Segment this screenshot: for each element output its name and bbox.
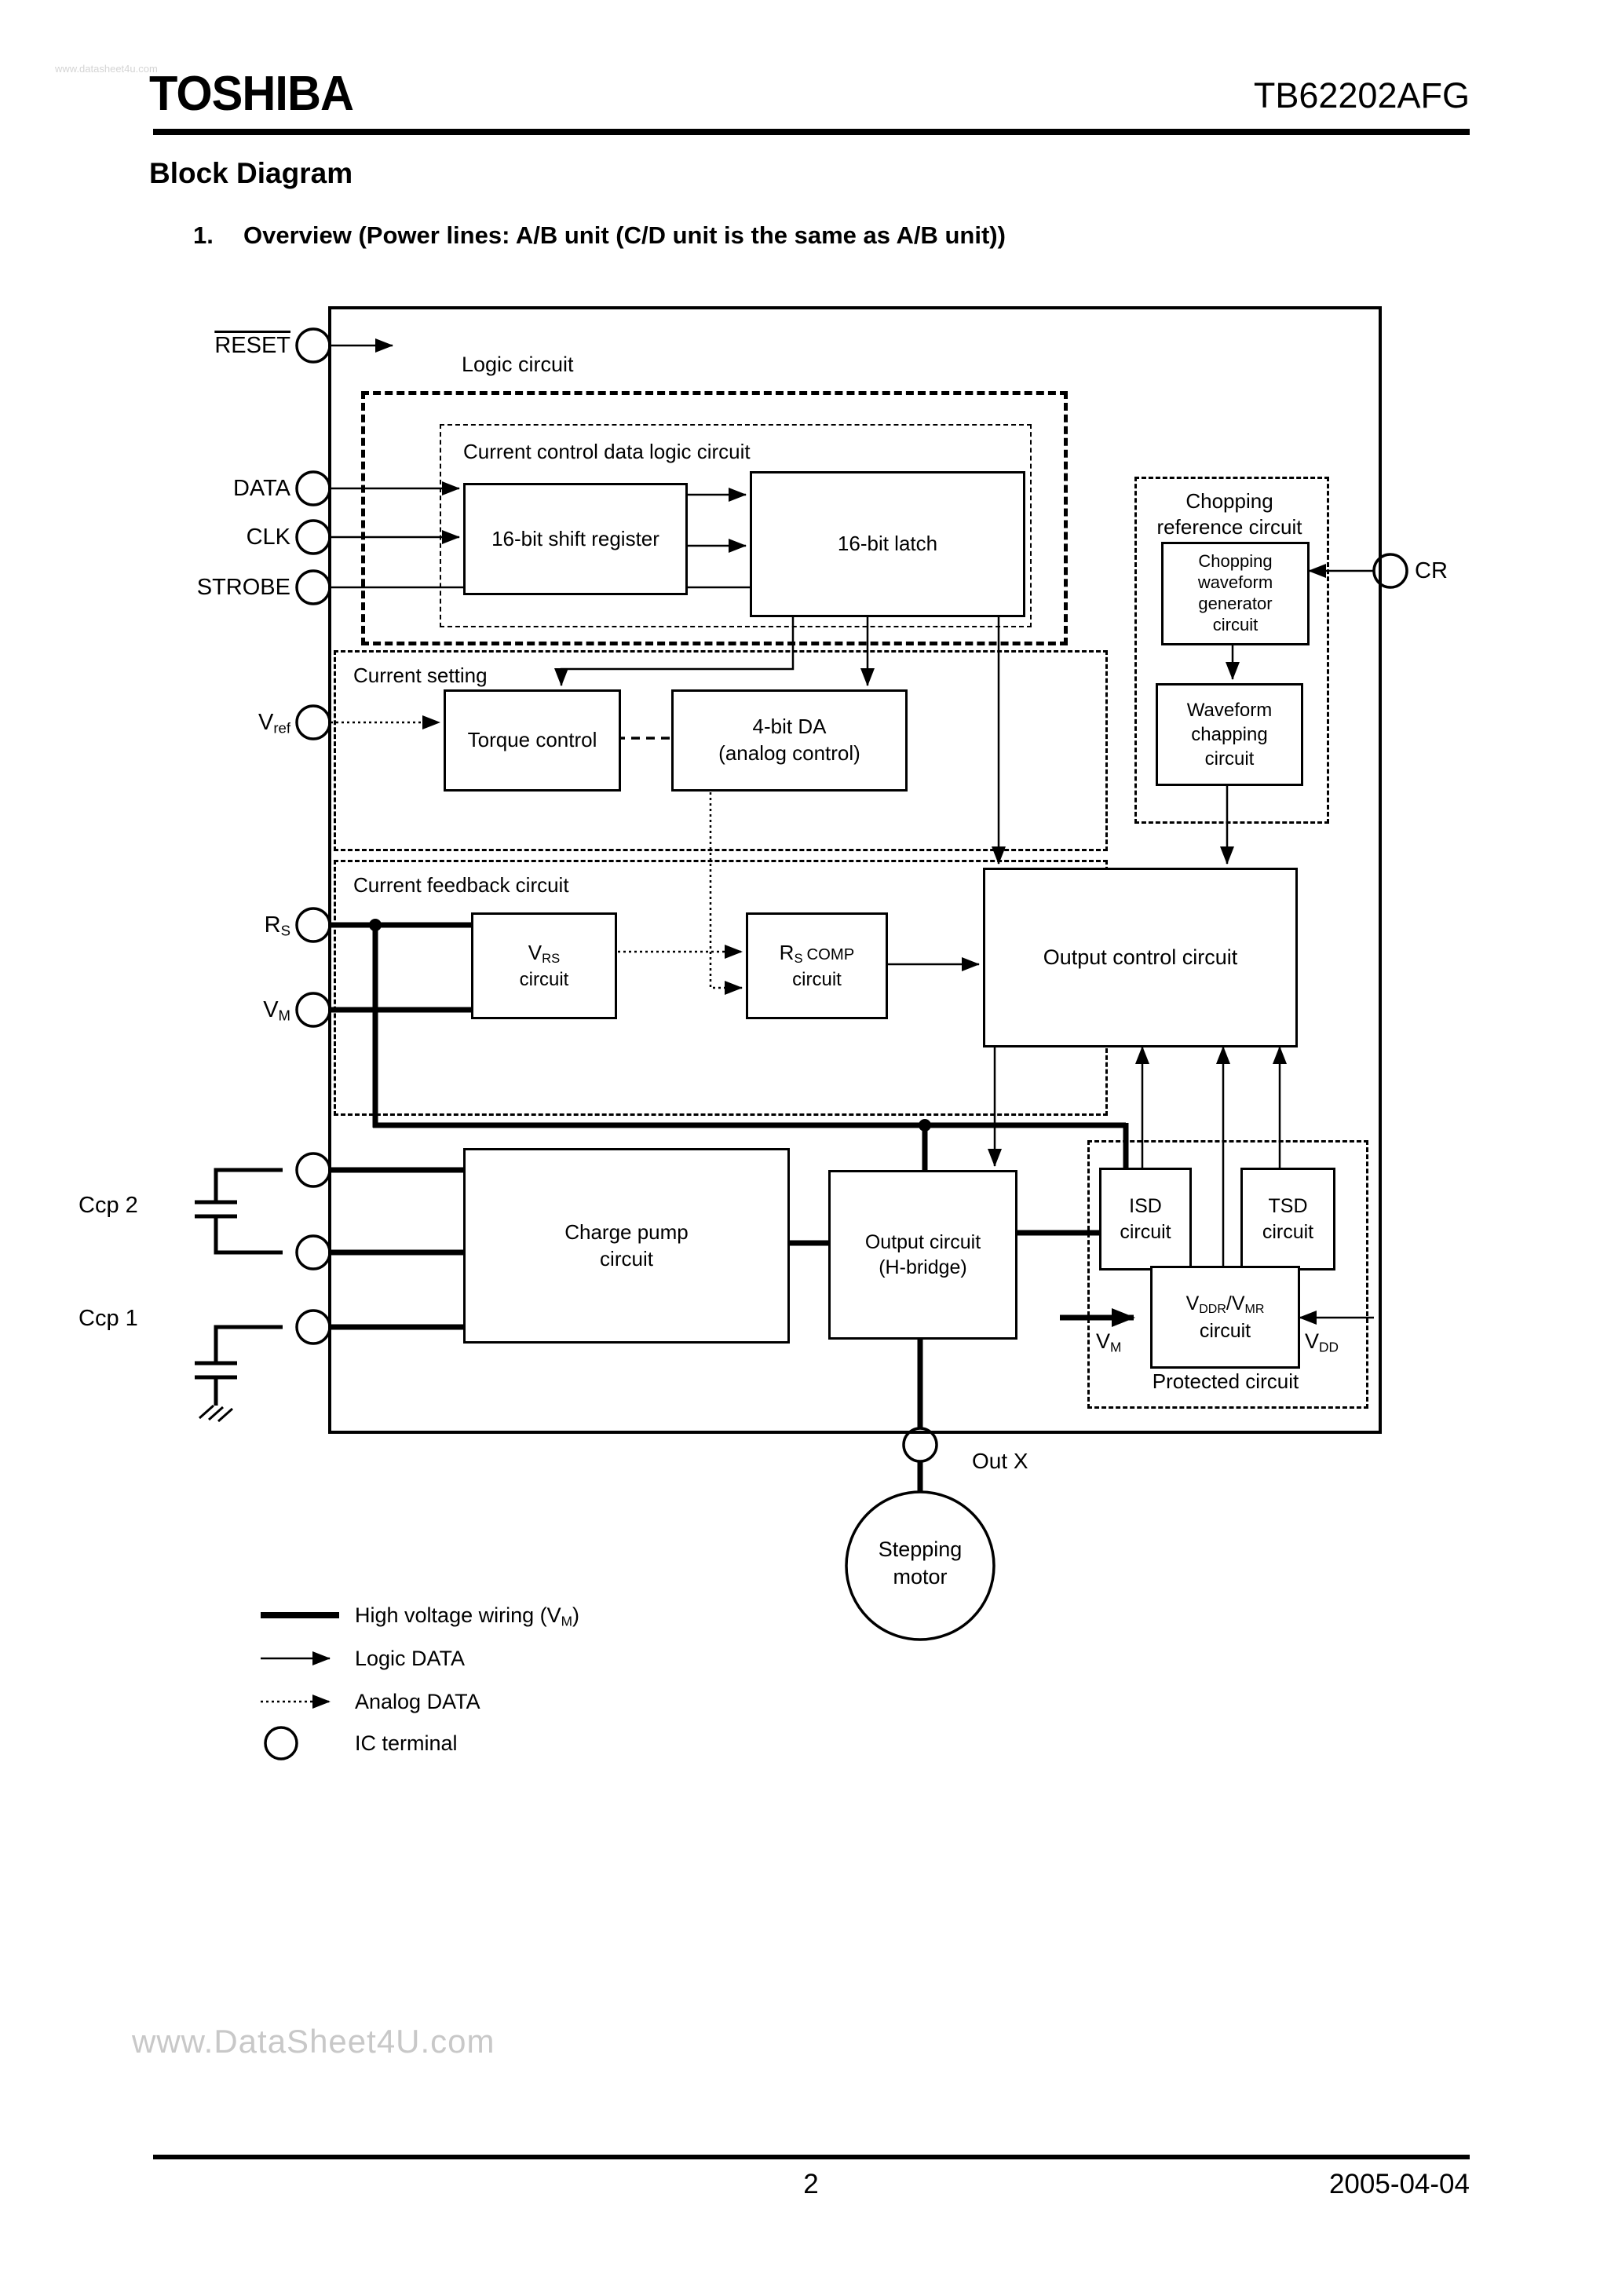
output-control-box: Output control circuit (983, 868, 1298, 1047)
watermark-bottom: www.DataSheet4U.com (132, 2023, 495, 2060)
ground-icon (199, 1404, 233, 1423)
vref-terminal-label: Vref (258, 710, 290, 737)
strobe-terminal-label: STROBE (196, 575, 290, 600)
ccp2-ext-wire-bottom (214, 1216, 283, 1255)
vrs-circuit-box: VRS circuit (471, 912, 617, 1019)
shift-register-box: 16-bit shift register (463, 483, 688, 595)
vddr-vmr-box: VDDR/VMR circuit (1150, 1266, 1300, 1369)
footer-rule (153, 2155, 1470, 2159)
clk-terminal-label: CLK (246, 525, 290, 550)
da-box: 4-bit DA(analog control) (671, 689, 908, 792)
part-number: TB62202AFG (1253, 75, 1470, 115)
latch-box: 16-bit latch (750, 471, 1025, 617)
protected-circuit-label: Protected circuit (1152, 1369, 1299, 1393)
cr-label: CR (1415, 558, 1448, 583)
watermark-top: www.datasheet4u.com (55, 63, 158, 75)
current-setting-region (334, 650, 1108, 851)
legend-high-voltage-label: High voltage wiring (VM) (355, 1603, 580, 1629)
footer-date: 2005-04-04 (1328, 2169, 1470, 2199)
current-control-data-logic-label: Current control data logic circuit (463, 440, 751, 463)
junction-dot-rail (919, 1119, 931, 1132)
output-circuit-box: Output circuit(H-bridge) (828, 1170, 1017, 1340)
vm-input-label: VM (1096, 1329, 1122, 1355)
stepping-motor-circle (845, 1490, 995, 1641)
ccp2-ext-wire-top (214, 1168, 283, 1202)
current-control-data-logic-region (440, 424, 1032, 627)
header-rule (153, 129, 1470, 135)
da-to-rscomp-line (709, 787, 743, 995)
rs-terminal-label: RS (264, 912, 290, 939)
latch-to-torque-line (554, 612, 795, 686)
protected-circuit-region (1087, 1140, 1368, 1409)
latch-text: 16-bit latch (837, 532, 938, 556)
cr-terminal (1372, 553, 1408, 589)
vm-terminal-label: VM (263, 997, 290, 1024)
legend-logic-data-label: Logic DATA (355, 1647, 466, 1670)
toshiba-logo: TOSHIBA (149, 67, 354, 121)
ccp2-label: Ccp 2 (79, 1193, 138, 1218)
vdd-input-label: VDD (1305, 1329, 1339, 1355)
page-number: 2 (803, 2169, 819, 2199)
current-setting-label: Current setting (353, 664, 488, 687)
current-feedback-label: Current feedback circuit (353, 873, 569, 897)
outx-label: Out X (972, 1449, 1028, 1473)
diagram-border (328, 306, 1382, 1434)
shift-register-text: 16-bit shift register (491, 526, 659, 550)
logic-circuit-label: Logic circuit (462, 353, 574, 376)
reset-terminal-label: RESET (214, 333, 290, 358)
torque-control-box: Torque control (444, 689, 621, 792)
ccp1-label: Ccp 1 (79, 1306, 138, 1331)
logic-circuit-region (361, 391, 1068, 645)
ccp1-ext-wire-top (214, 1325, 283, 1363)
section-number: 1. (193, 221, 214, 249)
legend-analog-data-label: Analog DATA (355, 1690, 480, 1713)
data-terminal-label: DATA (232, 476, 290, 501)
outx-terminal (902, 1427, 938, 1463)
chopping-reference-region (1134, 477, 1329, 824)
section-item: 1. Overview (Power lines: A/B unit (C/D … (193, 221, 1006, 250)
legend-terminal-sample (264, 1726, 298, 1760)
section-text: Overview (Power lines: A/B unit (C/D uni… (243, 221, 1006, 249)
page-title: Block Diagram (149, 157, 353, 189)
junction-dot-rs (369, 919, 382, 931)
legend-ic-terminal-label: IC terminal (355, 1731, 458, 1755)
